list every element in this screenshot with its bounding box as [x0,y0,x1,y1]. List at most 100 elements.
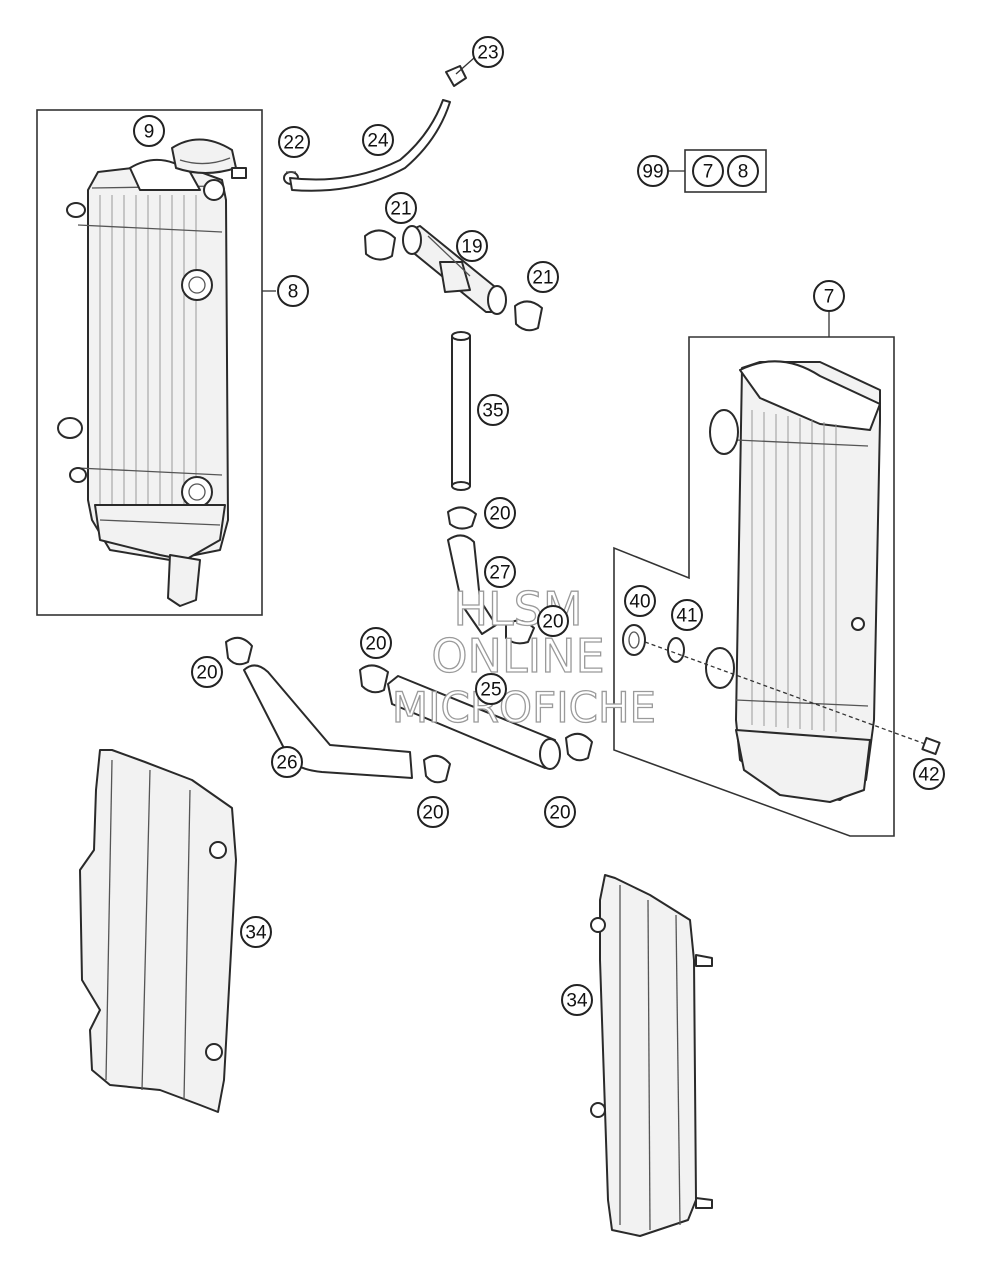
clamp-20-d [225,636,253,666]
callout-c40-label: 40 [629,592,650,613]
callout-c21b: 21 [527,261,559,293]
callout-c7-label: 7 [824,287,835,308]
callout-c20f-circle [544,796,576,828]
radiator-cap [171,138,247,179]
kit-item-0: 7 [692,155,724,187]
callout-c99: 99 [637,155,669,187]
left-radiator-frame [36,109,263,616]
left-radiator [57,158,229,607]
callout-c41: 41 [671,599,703,631]
callout-c20d-circle [191,656,223,688]
callout-c20c-circle [360,627,392,659]
callout-c25-label: 25 [480,680,501,701]
callout-c20a-label: 20 [489,504,510,525]
pipe-35 [451,331,471,491]
callout-c8-circle [277,275,309,307]
callout-c20c: 20 [360,627,392,659]
callout-c23: 23 [472,36,504,68]
callout-c27-label: 27 [489,563,510,584]
callout-c19-label: 19 [461,237,482,258]
callout-c26-label: 26 [276,753,297,774]
clamp-23 [445,57,475,87]
callout-c41-label: 41 [676,606,697,627]
kit-item-1-circle [727,155,759,187]
clamp-20-b [505,619,535,645]
callout-c26: 26 [271,746,303,778]
kit-item-0-circle [692,155,724,187]
callout-c20d: 20 [191,656,223,688]
callout-c20e-circle [417,796,449,828]
callout-c23-label: 23 [477,43,498,64]
kit-item-1-label: 8 [738,162,749,183]
callout-c21a-label: 21 [390,199,411,220]
callout-c34a-label: 34 [245,923,267,944]
grommet-40 [622,624,646,656]
callout-c20a: 20 [484,497,516,529]
callout-c20f: 20 [544,796,576,828]
callout-c42-circle [913,758,945,790]
callout-c20b: 20 [537,605,569,637]
callout-c22-circle [278,126,310,158]
callout-c20a-circle [484,497,516,529]
clamp-20-e [423,754,451,784]
callout-c42-label: 42 [918,765,939,786]
callout-c23-circle [472,36,504,68]
callout-c40-circle [624,585,656,617]
callout-c20c-label: 20 [365,634,386,655]
watermark-line-2: ONLINE [431,629,604,683]
callout-c7-circle [813,280,845,312]
hose-26 [243,664,413,779]
kit-item-1: 8 [727,155,759,187]
right-radiator-frame [613,336,895,837]
callout-c25-circle [475,673,507,705]
watermark-line-1: HLSM [453,582,582,636]
callout-c34b: 34 [561,984,593,1016]
kit-item-0-label: 7 [703,162,714,183]
callout-c20f-label: 20 [549,803,570,824]
callout-c26-circle [271,746,303,778]
hose-27 [447,534,497,635]
callout-c35-circle [477,394,509,426]
callout-c41-circle [671,599,703,631]
callout-c25: 25 [475,673,507,705]
hose-25 [387,675,561,770]
callout-c20e-label: 20 [422,803,443,824]
breather-hose-24 [289,99,451,192]
callout-c21b-circle [527,261,559,293]
callout-c19-circle [456,230,488,262]
clamp-21-b [514,300,543,332]
clamp-21-a [364,229,396,261]
t-fitting-19 [402,225,507,315]
callout-c8-label: 8 [288,282,299,303]
callout-c27-circle [484,556,516,588]
callout-c21a: 21 [385,192,417,224]
callout-c24-circle [362,124,394,156]
callout-c99-circle [637,155,669,187]
callout-c7: 7 [813,280,845,312]
callout-c22: 22 [278,126,310,158]
washer-41 [667,637,685,663]
callout-c21b-label: 21 [532,268,553,289]
watermark-line-3: MICROFICHE [392,683,656,732]
clamp-20-f [565,732,593,762]
callout-c20b-label: 20 [542,612,563,633]
callout-c42: 42 [913,758,945,790]
callout-c19: 19 [456,230,488,262]
callout-c20b-circle [537,605,569,637]
callout-c22-label: 22 [283,133,304,154]
callout-c24: 24 [362,124,394,156]
callout-c35: 35 [477,394,509,426]
watermark: HLSM ONLINE MICROFICHE [391,581,656,732]
callout-c20d-label: 20 [196,663,217,684]
callout-c40: 40 [624,585,656,617]
screw-42 [921,736,941,756]
callout-c9: 9 [133,115,165,147]
radiator-guard-left [79,749,237,1113]
assembly-axis [644,641,929,746]
clamp-20-c [359,664,389,694]
callout-c9-label: 9 [144,122,155,143]
callout-c24-label: 24 [367,131,389,152]
callout-c34a-circle [240,916,272,948]
callout-c27: 27 [484,556,516,588]
